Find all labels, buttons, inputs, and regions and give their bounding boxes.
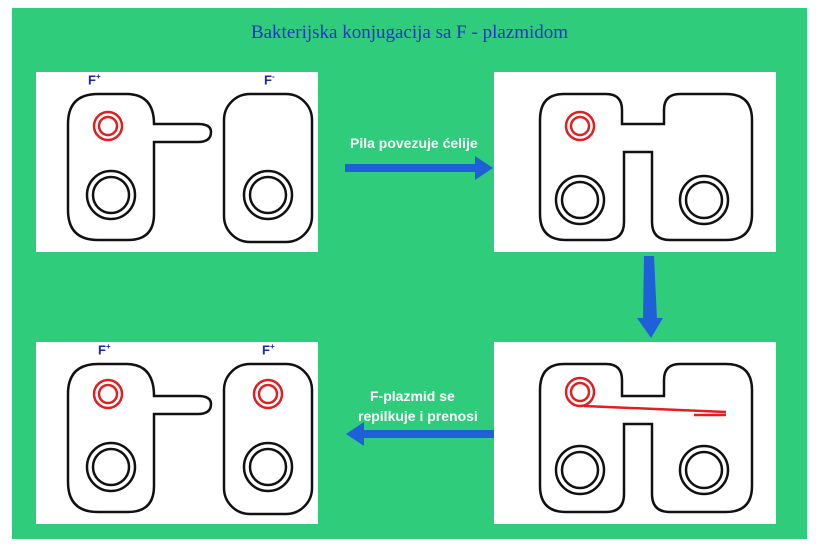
chromosome-icon — [554, 444, 606, 496]
panel-final-cells: F+ F+ — [36, 342, 318, 524]
recipient-cell-outline — [222, 92, 314, 244]
f-plasmid-icon — [564, 110, 596, 142]
label-f-plus: F+ — [98, 342, 111, 358]
caption-replicate-transfer-line2: repilkuje i prenosi — [358, 408, 478, 424]
f-plasmid-icon — [564, 376, 596, 408]
panel-initial-cells: F+ F- — [36, 72, 318, 252]
arrow-down-icon — [637, 256, 663, 338]
arrow-right-icon — [345, 156, 493, 180]
chromosome-icon — [242, 441, 294, 493]
panel-replication-transfer — [494, 342, 776, 524]
f-plasmid-icon — [92, 110, 124, 142]
chromosome-icon — [554, 174, 606, 226]
chromosome-icon — [242, 169, 294, 221]
chromosome-icon — [85, 169, 137, 221]
chromosome-icon — [85, 441, 137, 493]
f-plasmid-icon — [252, 378, 284, 410]
plasmid-strand-transfer — [583, 404, 727, 414]
label-f-plus-new: F+ — [262, 342, 275, 358]
diagram-title: Bakterijska konjugacija sa F - plazmidom — [250, 22, 569, 43]
conjugating-cells-outline — [538, 362, 754, 514]
new-donor-cell-outline — [222, 362, 314, 516]
donor-cell-outline — [66, 362, 213, 514]
label-f-plus: F+ — [88, 72, 101, 88]
chromosome-icon — [678, 174, 730, 226]
arrow-left-icon — [346, 422, 494, 446]
caption-replicate-transfer-line1: F-plazmid se — [370, 388, 455, 404]
conjugating-cells-outline — [538, 92, 754, 242]
donor-cell-outline — [66, 92, 213, 242]
panel-pilus-connection — [494, 72, 776, 252]
f-plasmid-icon — [92, 378, 124, 410]
caption-pilus-connects: Pila povezuje ćelije — [350, 135, 478, 151]
label-f-minus: F- — [264, 72, 275, 88]
chromosome-icon — [678, 444, 730, 496]
